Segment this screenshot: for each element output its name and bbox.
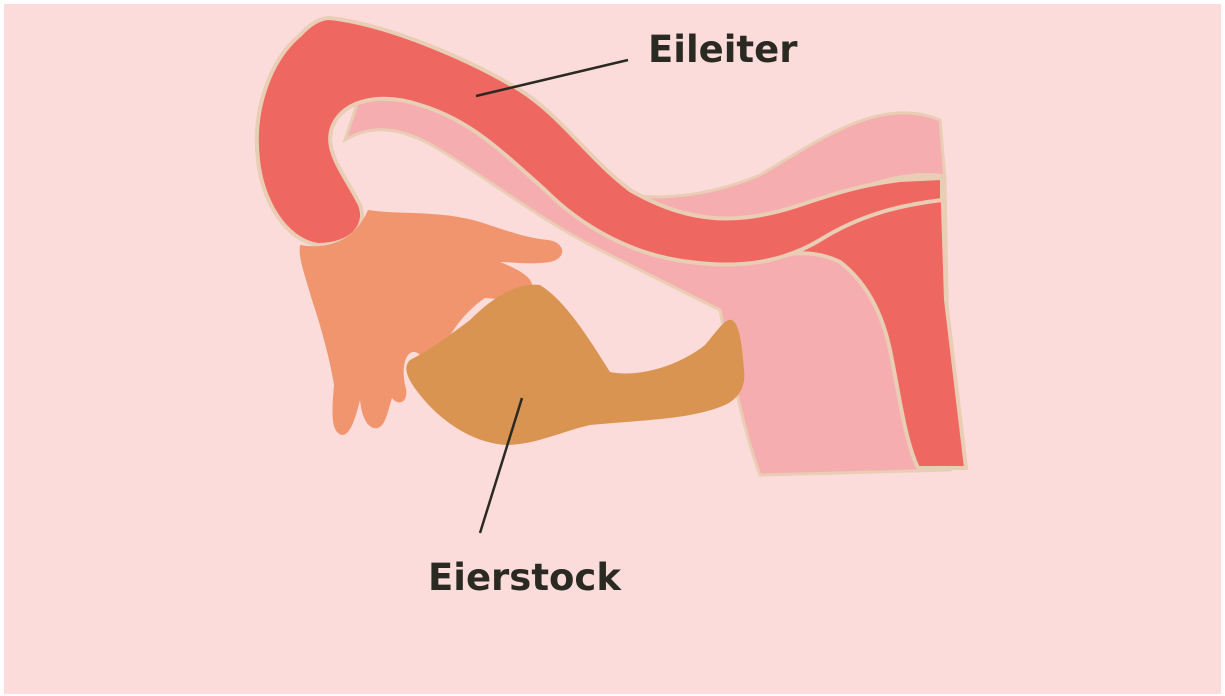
- eierstock-label: Eierstock: [428, 556, 622, 599]
- eileiter-label: Eileiter: [648, 28, 798, 71]
